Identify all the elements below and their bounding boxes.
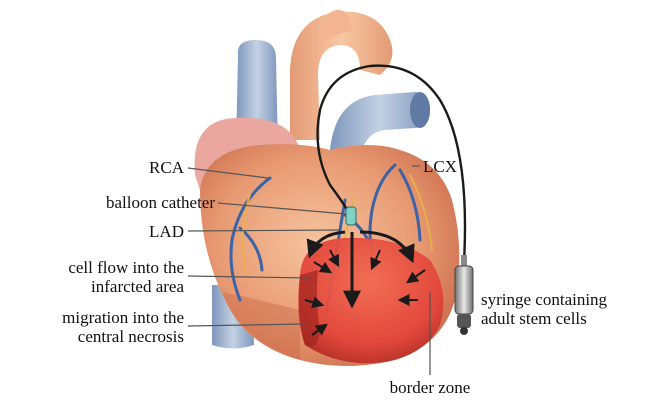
label-migration-line1: migration into the bbox=[62, 308, 184, 327]
syringe-plunger bbox=[461, 255, 467, 267]
label-balloon-catheter: balloon catheter bbox=[106, 193, 215, 212]
label-lad: LAD bbox=[149, 222, 184, 241]
label-cell-flow-line1: cell flow into the bbox=[68, 258, 184, 277]
label-rca: RCA bbox=[149, 158, 185, 177]
label-cell-flow-line2: infarcted area bbox=[91, 277, 184, 296]
syringe bbox=[455, 255, 473, 335]
label-border-zone: border zone bbox=[390, 378, 471, 397]
label-lcx: LCX bbox=[423, 157, 457, 176]
label-syringe-line1: syringe containing bbox=[481, 290, 608, 309]
balloon-catheter bbox=[346, 207, 356, 225]
syringe-grip bbox=[457, 314, 471, 328]
label-syringe-line2: adult stem cells bbox=[481, 309, 587, 328]
label-migration-line2: central necrosis bbox=[78, 327, 184, 346]
syringe-barrel bbox=[455, 266, 473, 314]
infarcted-area bbox=[298, 238, 443, 363]
pulmonary-artery-opening bbox=[410, 92, 430, 128]
syringe-tip bbox=[460, 327, 468, 335]
